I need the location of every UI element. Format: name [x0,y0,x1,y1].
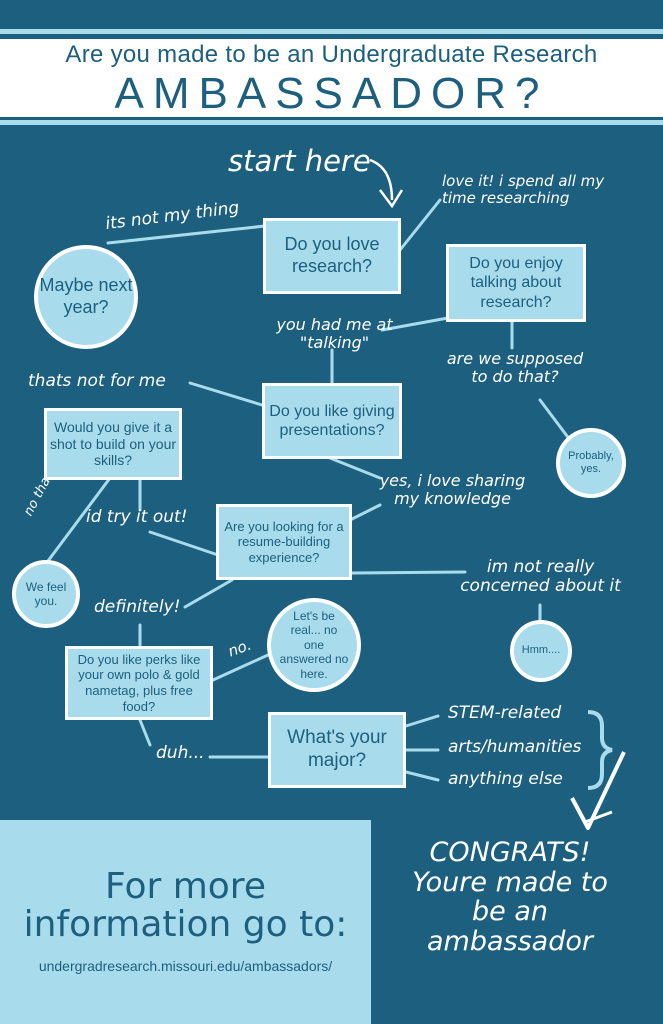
line-love-it [398,198,442,252]
banner-white [0,39,663,117]
question-perks: Do you like perks like your own polo & g… [65,646,213,720]
answer-duh: duh... [156,743,205,763]
answer-not-concerned: im not really concerned about it [460,557,621,596]
answer-arts: arts/humanities [448,737,582,757]
line-sharing-to-resume [348,503,382,522]
end-hmm: Hmm.... [510,620,572,682]
line-sharing [328,456,382,480]
answer-else: anything else [448,769,563,789]
info-heading: For more information go to: [23,866,348,945]
title-line-2: AMBASSADOR? [114,69,549,118]
answer-stem: STEM-related [448,703,562,723]
congrats-text: CONGRATS! Youre made to be an ambassador [412,837,608,958]
answer-try-it: id try it out! [86,507,188,527]
banner-stripe-bottom [0,120,663,125]
end-lets-be-real: Let's be real... no one answered no here… [267,598,361,692]
title-line-1: Are you made to be an Undergraduate Rese… [65,41,598,68]
answer-definitely: definitely! [94,597,181,617]
answer-not-for-me: thats not for me [28,371,166,391]
question-presentations: Do you like giving presentations? [262,383,402,459]
question-give-shot: Would you give it a shot to build on you… [44,408,182,480]
question-love-research: Do you love research? [263,218,401,294]
start-arrow-head [379,189,404,209]
start-arrow-shaft [369,158,394,201]
major-brace [587,710,613,790]
answer-sharing: yes, i love sharing my knowledge [379,471,526,508]
info-box [0,820,371,1024]
line-definitely [183,578,234,609]
end-probably-yes: Probably, yes. [556,428,626,498]
question-major: What's your major? [268,712,406,788]
end-we-feel-you: We feel you. [12,560,80,628]
header-banner: Are you made to be an Undergraduate Rese… [0,29,663,129]
line-duh [138,718,152,747]
line-not-my-thing [106,224,267,245]
answer-supposed: are we supposed to do that? [446,349,584,386]
line-to-probably [538,398,572,442]
question-enjoy-talking: Do you enjoy talking about research? [446,244,586,322]
answer-had-me: you had me at "talking" [276,315,393,352]
info-url-link[interactable]: undergradresearch.missouri.edu/ambassado… [38,958,333,974]
line-not-concerned [350,570,467,575]
line-had-me [380,316,450,332]
line-no-thanks [43,476,112,567]
end-maybe-next-year: Maybe next year? [34,245,138,349]
answer-love-it: love it! i spend all my time researching [442,172,605,207]
line-stem [404,714,440,728]
question-resume: Are you looking for a resume-building ex… [216,504,352,580]
banner-stripe-top [0,29,663,34]
line-not-for-me [188,381,264,407]
congrats-check-tick [584,810,613,824]
line-no [211,653,270,682]
congrats-check [570,751,626,830]
line-else [404,770,440,782]
line-try-to-resume [148,530,220,557]
start-here-label: start here [228,144,371,178]
